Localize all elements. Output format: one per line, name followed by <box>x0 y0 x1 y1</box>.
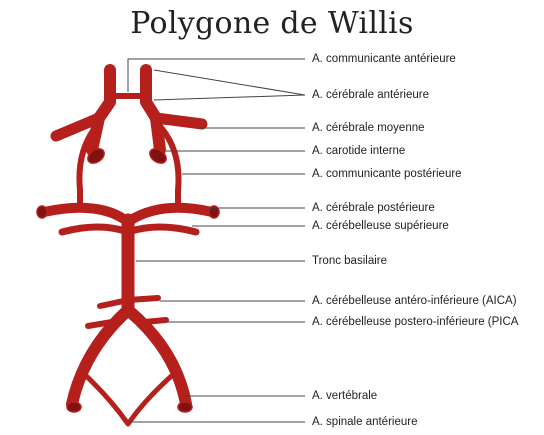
label-spinale: A. spinale antérieure <box>312 416 417 428</box>
left-superior-cerebellar-artery <box>62 227 128 232</box>
label-pica: A. cérébelleuse postero-inférieure (PICA <box>312 316 518 328</box>
left-posterior-cerebral-end <box>37 206 47 218</box>
label-cerebelleuse-sup: A. cérébelleuse supérieure <box>312 220 449 232</box>
label-tronc: Tronc basilaire <box>312 255 387 267</box>
left-posterior-cerebral-artery <box>44 208 128 222</box>
right-posterior-cerebral-artery <box>128 208 212 222</box>
right-aica <box>128 298 158 300</box>
left-vertebral-end <box>67 402 81 412</box>
right-superior-cerebellar-artery <box>128 227 196 232</box>
label-vertebrale: A. vertébrale <box>312 390 377 402</box>
label-carotide: A. carotide interne <box>312 145 405 157</box>
label-cerebrale-post: A. cérébrale postérieure <box>312 202 435 214</box>
label-cerebrale-ant: A. cérébrale antérieure <box>312 89 429 101</box>
leader-comm-ant <box>128 59 305 92</box>
leader-cerebrale-ant-2 <box>154 95 305 100</box>
right-middle-cerebral-artery <box>156 118 202 124</box>
anterior-spinal-artery <box>82 372 176 424</box>
leader-cerebrale-ant-1 <box>154 70 305 95</box>
label-aica: A. cérébelleuse antéro-inférieure (AICA) <box>312 295 517 307</box>
label-comm-ant: A. communicante antérieure <box>312 53 456 65</box>
label-cerebrale-moy: A. cérébrale moyenne <box>312 122 425 134</box>
right-vertebral-end <box>178 402 192 412</box>
label-comm-post: A. communicante postérieure <box>312 168 462 180</box>
